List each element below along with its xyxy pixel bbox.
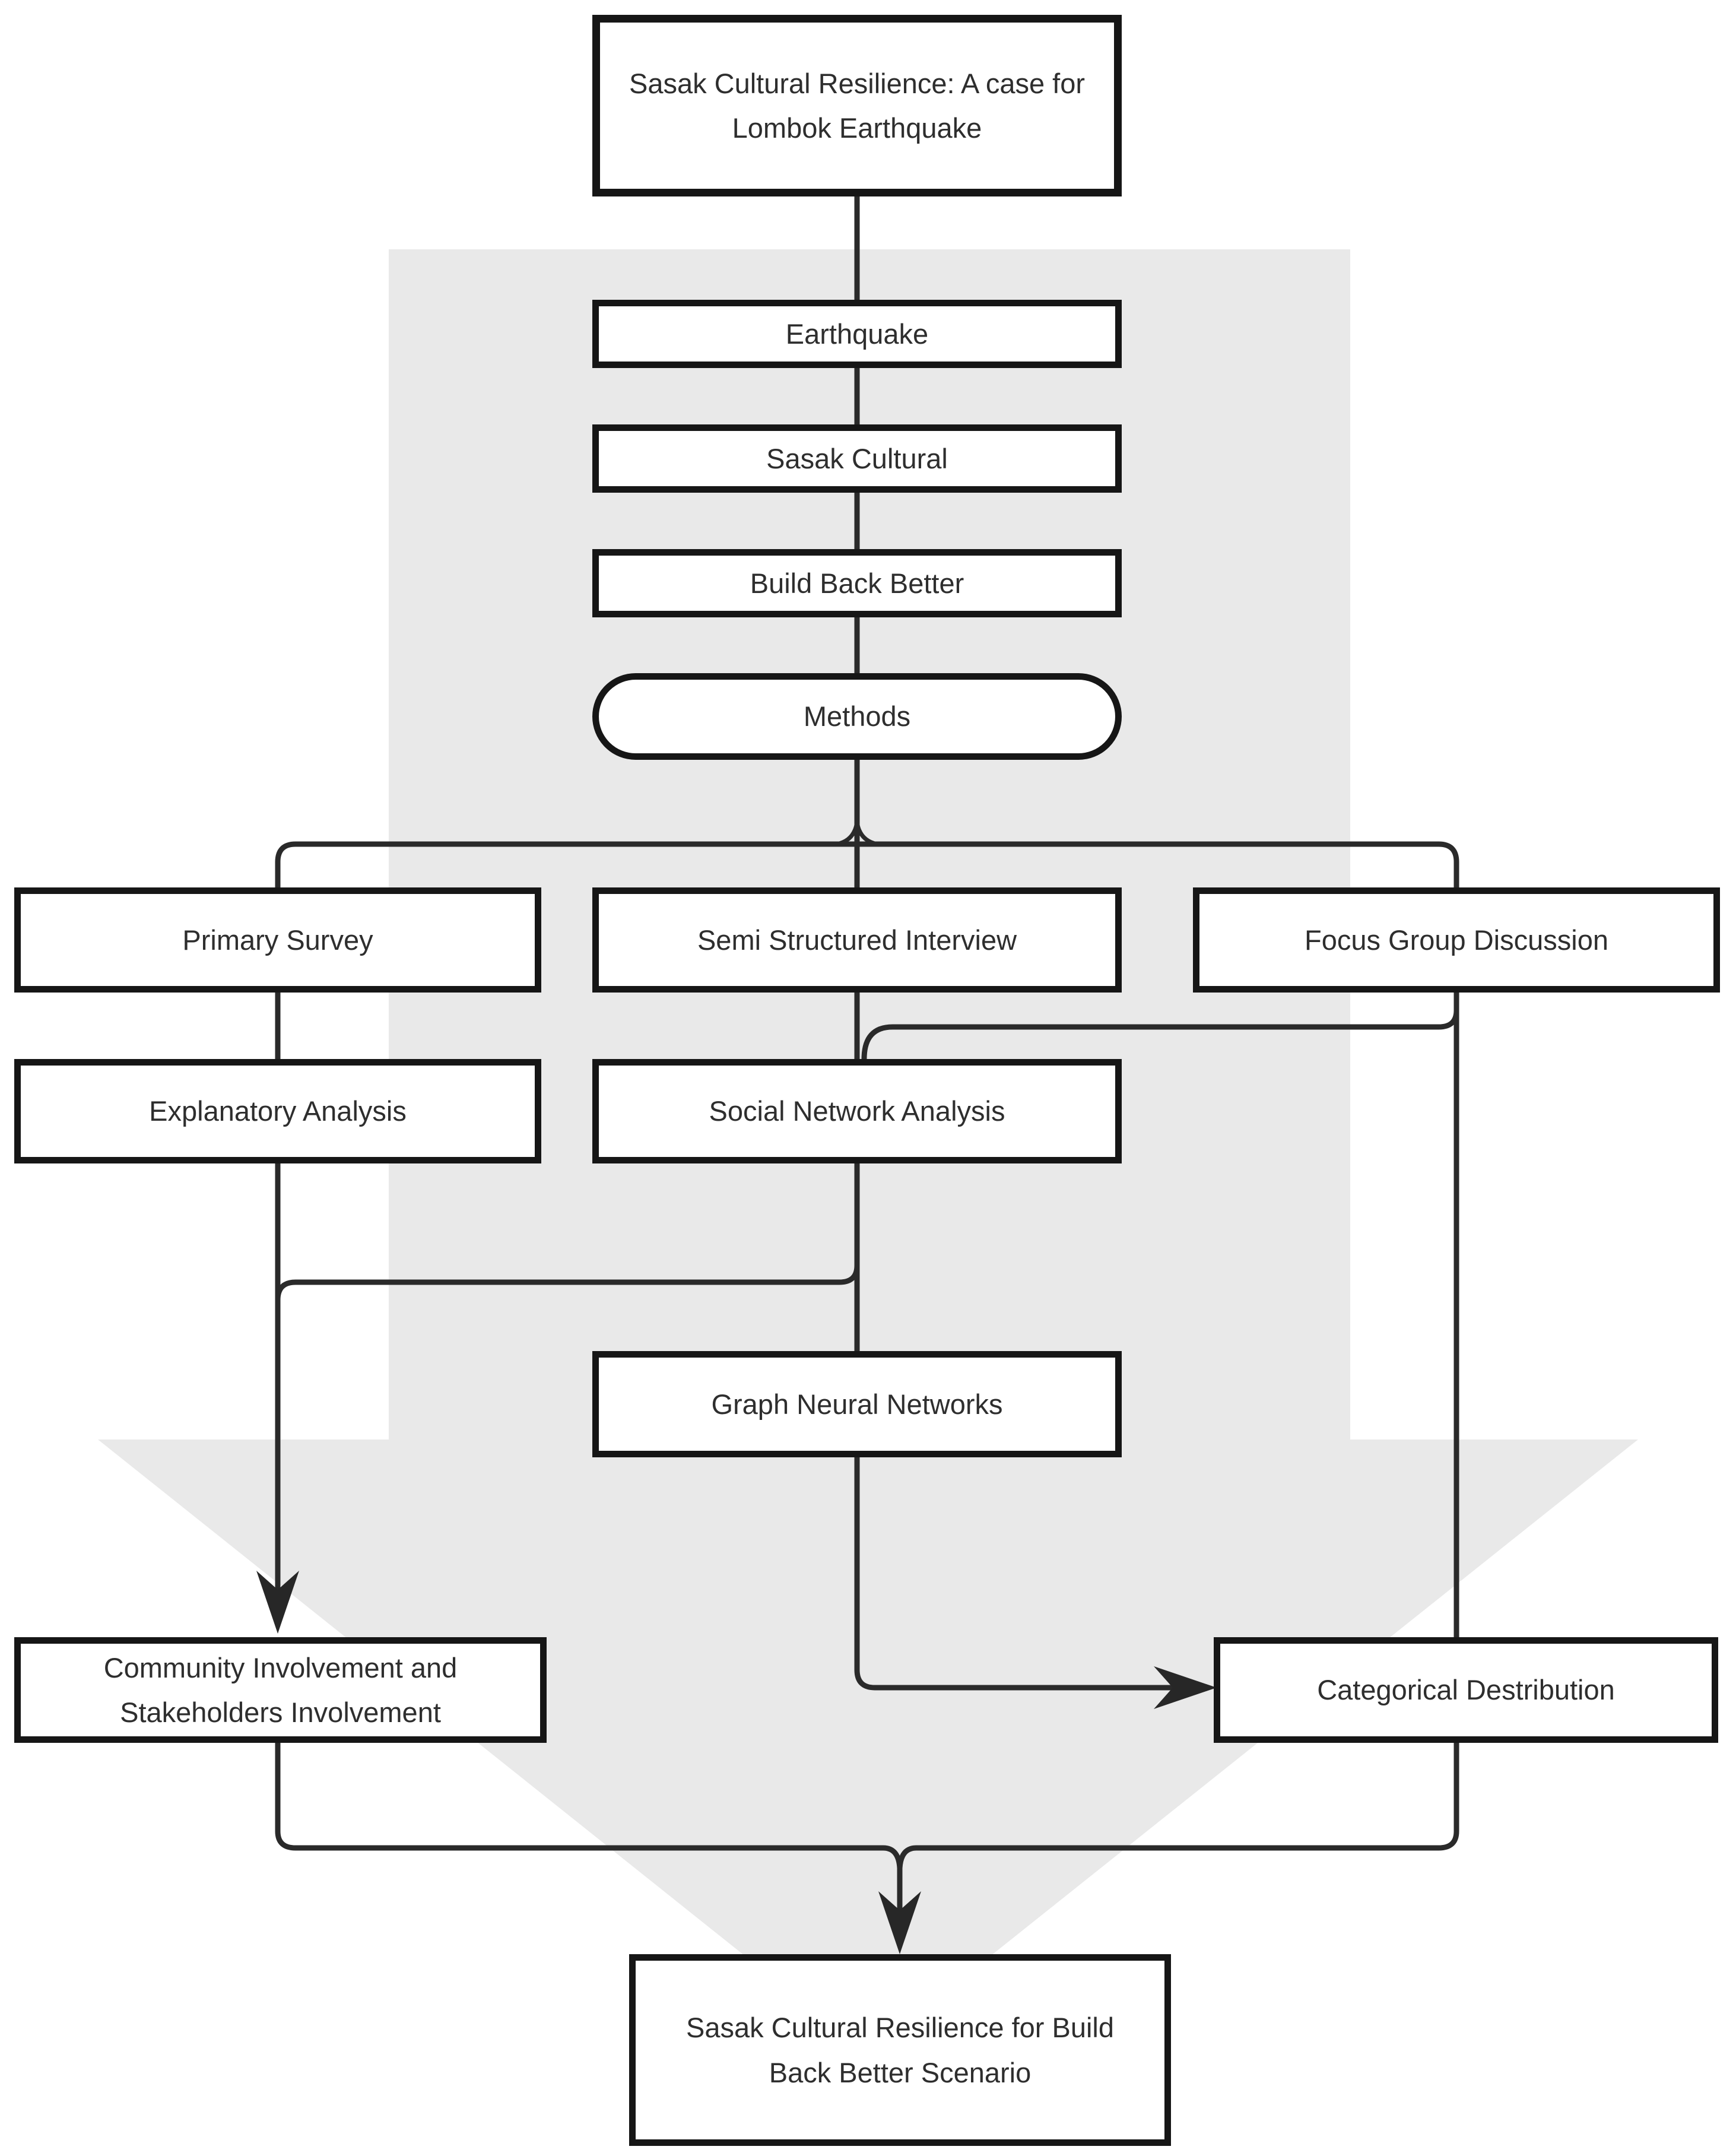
node-explanatory-analysis: Explanatory Analysis (14, 1059, 541, 1163)
node-focus-group-discussion: Focus Group Discussion (1193, 887, 1720, 993)
edge-methods-rail (275, 841, 1459, 887)
node-earthquake: Earthquake (592, 300, 1122, 368)
node-primary-survey-label: Primary Survey (182, 924, 373, 956)
node-sasak-cultural-label: Sasak Cultural (766, 442, 948, 474)
arrowhead-right-categorical-icon (1154, 1666, 1217, 1709)
edge-categorical-merge (897, 1743, 1459, 1869)
node-root-title: Sasak Cultural Resilience: A case for Lo… (592, 15, 1122, 196)
edge-fgd-sna (861, 1010, 1459, 1060)
node-build-back-better-label: Build Back Better (750, 567, 964, 599)
node-community-involvement: Community Involvement and Stakeholders I… (14, 1637, 547, 1743)
node-root-title-line1: Sasak Cultural Resilience: A case for (629, 67, 1086, 99)
edge-gnn-categorical (854, 1457, 1181, 1691)
node-graph-neural-networks-label: Graph Neural Networks (711, 1388, 1003, 1420)
node-community-involvement-line1: Community Involvement and (103, 1651, 458, 1683)
node-graph-neural-networks: Graph Neural Networks (592, 1351, 1122, 1457)
node-methods: Methods (592, 673, 1122, 760)
node-outcome: Sasak Cultural Resilience for Build Back… (629, 1954, 1171, 2146)
node-social-network-analysis-label: Social Network Analysis (709, 1095, 1005, 1127)
node-outcome-line1: Sasak Cultural Resilience for Build (686, 2012, 1114, 2044)
node-root-title-line2: Lombok Earthquake (732, 112, 982, 144)
arrowhead-down-outcome-icon (878, 1891, 921, 1954)
node-sasak-cultural: Sasak Cultural (592, 424, 1122, 493)
rail-cusp-right (855, 821, 878, 846)
arrowhead-down-community-icon (256, 1571, 299, 1634)
node-semi-structured-interview: Semi Structured Interview (592, 887, 1122, 993)
node-outcome-line2: Back Better Scenario (769, 2056, 1032, 2088)
node-social-network-analysis: Social Network Analysis (592, 1059, 1122, 1163)
node-earthquake-label: Earthquake (785, 318, 929, 350)
node-categorical-destribution-label: Categorical Destribution (1317, 1674, 1615, 1706)
node-explanatory-analysis-label: Explanatory Analysis (149, 1095, 407, 1127)
node-focus-group-discussion-label: Focus Group Discussion (1305, 924, 1608, 956)
connector-lines (275, 196, 1459, 1917)
node-primary-survey: Primary Survey (14, 887, 541, 993)
arrowheads (256, 1571, 1217, 1954)
node-build-back-better: Build Back Better (592, 549, 1122, 617)
node-community-involvement-line2: Stakeholders Involvement (120, 1697, 441, 1728)
node-semi-structured-interview-label: Semi Structured Interview (697, 924, 1017, 956)
node-methods-label: Methods (803, 700, 911, 733)
node-categorical-destribution: Categorical Destribution (1214, 1637, 1718, 1743)
edge-community-merge (275, 1743, 903, 1869)
